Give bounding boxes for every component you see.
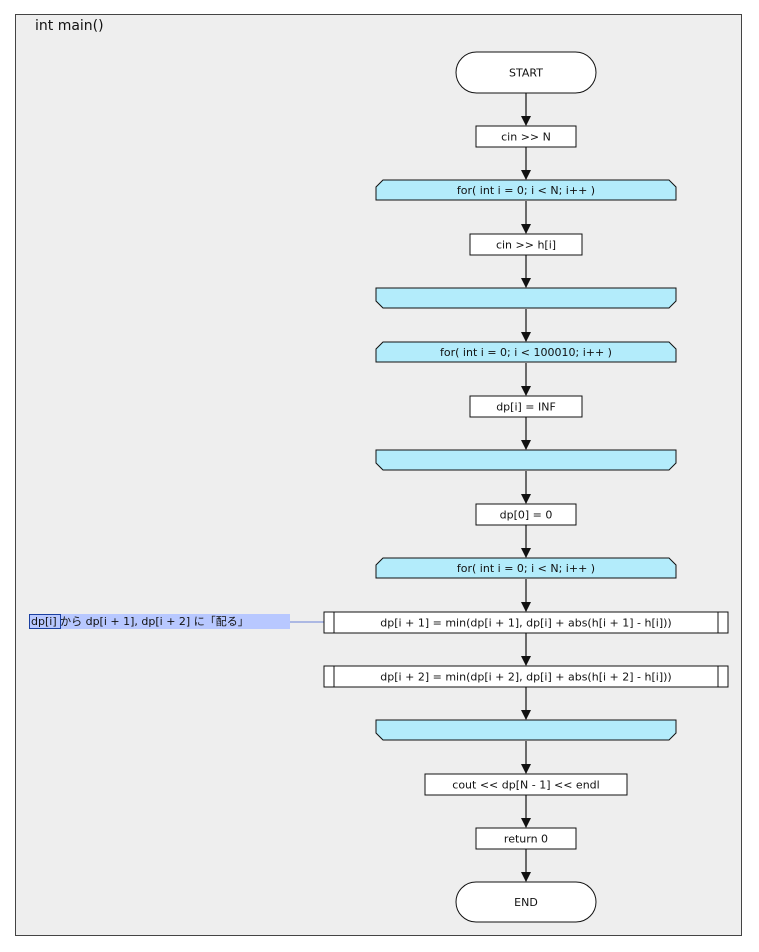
dp0-process: dp[0] = 0 [475, 503, 577, 526]
update1-subprocess: dp[i + 1] = min(dp[i + 1], dp[i] + abs(h… [323, 611, 729, 634]
loop3-end [375, 719, 677, 741]
read-n-process: cin >> N [475, 125, 577, 148]
loop2-start: for( int i = 0; i < 100010; i++ ) [375, 341, 677, 363]
dp0-label: dp[0] = 0 [500, 509, 553, 522]
output-process: cout << dp[N - 1] << endl [424, 773, 628, 796]
update2-subprocess: dp[i + 2] = min(dp[i + 2], dp[i] + abs(h… [323, 665, 729, 688]
function-title: int main() [35, 18, 104, 34]
init-dp-label: dp[i] = INF [496, 401, 556, 414]
end-label: END [514, 896, 538, 909]
read-h-label: cin >> h[i] [496, 239, 556, 252]
return-label: return 0 [504, 833, 548, 846]
text-selection-highlight [29, 614, 61, 629]
read-h-process: cin >> h[i] [469, 233, 583, 256]
comment-note[interactable]: dp[i] から dp[i + 1], dp[i + 2] に「配る」 [29, 614, 290, 629]
loop3-start: for( int i = 0; i < N; i++ ) [375, 557, 677, 579]
update1-label: dp[i + 1] = min(dp[i + 1], dp[i] + abs(h… [380, 617, 671, 630]
loop1-start: for( int i = 0; i < N; i++ ) [375, 179, 677, 201]
start-label: START [509, 67, 543, 80]
loop2-end [375, 449, 677, 471]
update2-label: dp[i + 2] = min(dp[i + 2], dp[i] + abs(h… [380, 671, 671, 684]
loop1-end [375, 287, 677, 309]
read-n-label: cin >> N [501, 131, 551, 144]
init-dp-process: dp[i] = INF [469, 395, 583, 418]
loop3-label: for( int i = 0; i < N; i++ ) [457, 562, 595, 575]
loop1-label: for( int i = 0; i < N; i++ ) [457, 184, 595, 197]
end-terminal: END [455, 881, 597, 923]
output-label: cout << dp[N - 1] << endl [452, 779, 599, 792]
loop2-label: for( int i = 0; i < 100010; i++ ) [440, 346, 612, 359]
return-process: return 0 [475, 827, 577, 850]
start-terminal: START [455, 51, 597, 94]
